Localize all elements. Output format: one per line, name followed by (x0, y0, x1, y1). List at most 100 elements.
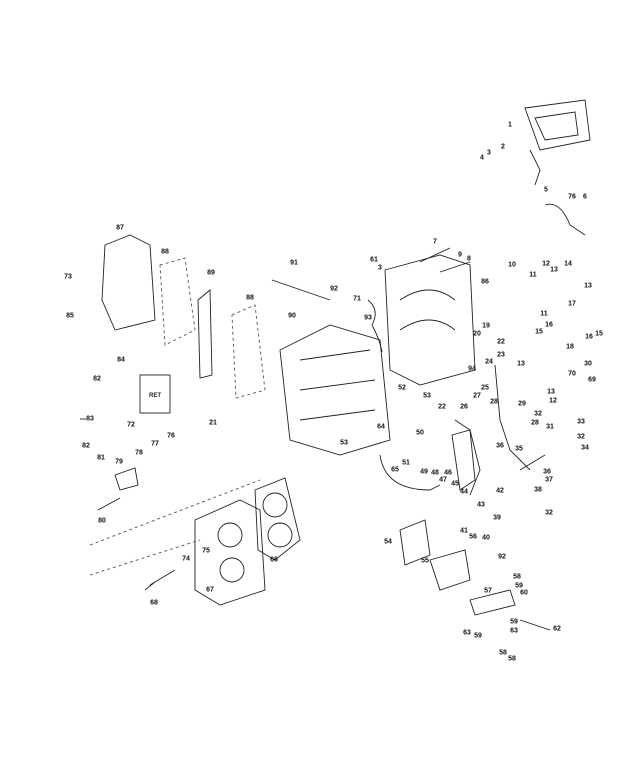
throttle-link (454, 364, 531, 496)
callout-24: 24 (485, 358, 493, 366)
callout-19: 19 (482, 322, 490, 330)
callout-78: 78 (135, 449, 143, 457)
callout-57: 57 (484, 587, 492, 595)
crankcase-cover (384, 254, 476, 386)
callout-37: 37 (545, 476, 553, 484)
callout-93: 93 (364, 314, 372, 322)
callout-30: 30 (584, 360, 592, 368)
callout-18: 18 (566, 343, 574, 351)
callout-69: 69 (588, 376, 596, 384)
bolt-80 (97, 497, 121, 511)
callout-77: 77 (151, 440, 159, 448)
callout-56: 56 (469, 533, 477, 541)
callout-74: 74 (182, 555, 190, 563)
tube-91 (271, 279, 331, 301)
callout-87: 87 (116, 224, 124, 232)
callout-49: 49 (420, 468, 428, 476)
callout-46: 46 (444, 469, 452, 477)
callout-88: 88 (161, 248, 169, 256)
spark-plug-68 (144, 569, 176, 591)
callout-53: 53 (340, 439, 348, 447)
bolt-7 (419, 247, 451, 263)
callout-84: 84 (117, 356, 125, 364)
callout-51: 51 (402, 459, 410, 467)
callout-36: 36 (543, 468, 551, 476)
callout-17: 17 (568, 300, 576, 308)
wire-71 (367, 299, 383, 353)
decal-text: RET (149, 393, 161, 399)
callout-35: 35 (515, 445, 523, 453)
callout-52: 52 (398, 384, 406, 392)
callout-71: 71 (353, 295, 361, 303)
callout-39: 39 (493, 514, 501, 522)
callout-27: 27 (473, 392, 481, 400)
callout-89: 89 (207, 269, 215, 277)
callout-28: 28 (490, 398, 498, 406)
callout-36: 36 (496, 442, 504, 450)
gasket-bore (267, 522, 293, 548)
callout-11: 11 (540, 310, 548, 318)
callout-54: 54 (384, 538, 392, 546)
callout-76: 76 (167, 432, 175, 440)
callout-13: 13 (584, 282, 592, 290)
callout-58: 58 (513, 573, 521, 581)
callout-58: 58 (508, 655, 516, 663)
callout-92: 92 (330, 285, 338, 293)
exhaust-cover-87 (101, 234, 156, 331)
callout-22: 22 (438, 403, 446, 411)
callout-23: 23 (497, 351, 505, 359)
assembly-line (89, 539, 201, 576)
callout-63: 63 (463, 629, 471, 637)
callout-60: 60 (520, 589, 528, 597)
callout-13: 13 (517, 360, 525, 368)
callout-88: 88 (246, 294, 254, 302)
callout-14: 14 (564, 260, 572, 268)
callout-2: 2 (501, 143, 505, 151)
callout-26: 26 (460, 403, 468, 411)
callout-73: 73 (64, 273, 72, 281)
callout-16: 16 (545, 321, 553, 329)
cylinder-head (194, 499, 266, 606)
callout-58: 58 (499, 649, 507, 657)
callout-80: 80 (98, 517, 106, 525)
callout-68: 68 (150, 599, 158, 607)
assembly-line (89, 479, 261, 546)
gasket-88 (159, 257, 196, 346)
callout-21: 21 (209, 419, 217, 427)
callout-15: 15 (595, 330, 603, 338)
callout-50: 50 (416, 429, 424, 437)
fitting-79 (114, 467, 139, 491)
pump-55 (429, 549, 471, 591)
callout-11: 11 (529, 271, 537, 279)
callout-76: 76 (568, 193, 576, 201)
callout-12: 12 (549, 397, 557, 405)
callout-8: 8 (467, 255, 471, 263)
callout-7: 7 (433, 238, 437, 246)
callout-59: 59 (474, 632, 482, 640)
callout-13: 13 (550, 266, 558, 274)
callout-47: 47 (439, 476, 447, 484)
callout-64: 64 (377, 423, 385, 431)
bolt-8 (439, 261, 471, 273)
callout-5: 5 (544, 186, 548, 194)
callout-32: 32 (577, 433, 585, 441)
callout-82: 82 (93, 375, 101, 383)
callout-41: 41 (460, 527, 468, 535)
callout-75: 75 (202, 547, 210, 555)
callout-33: 33 (577, 418, 585, 426)
callout-43: 43 (477, 501, 485, 509)
callout-31: 31 (546, 423, 554, 431)
callout-6: 6 (583, 193, 587, 201)
callout-3: 3 (487, 149, 491, 157)
callout-85: 85 (66, 312, 74, 320)
bore (217, 522, 243, 548)
callout-48: 48 (431, 469, 439, 477)
decal-72 (139, 374, 171, 414)
callout-70: 70 (568, 370, 576, 378)
bore (219, 557, 245, 583)
head-gasket-66 (254, 477, 301, 561)
callout-65: 65 (391, 466, 399, 474)
callout-59: 59 (515, 582, 523, 590)
